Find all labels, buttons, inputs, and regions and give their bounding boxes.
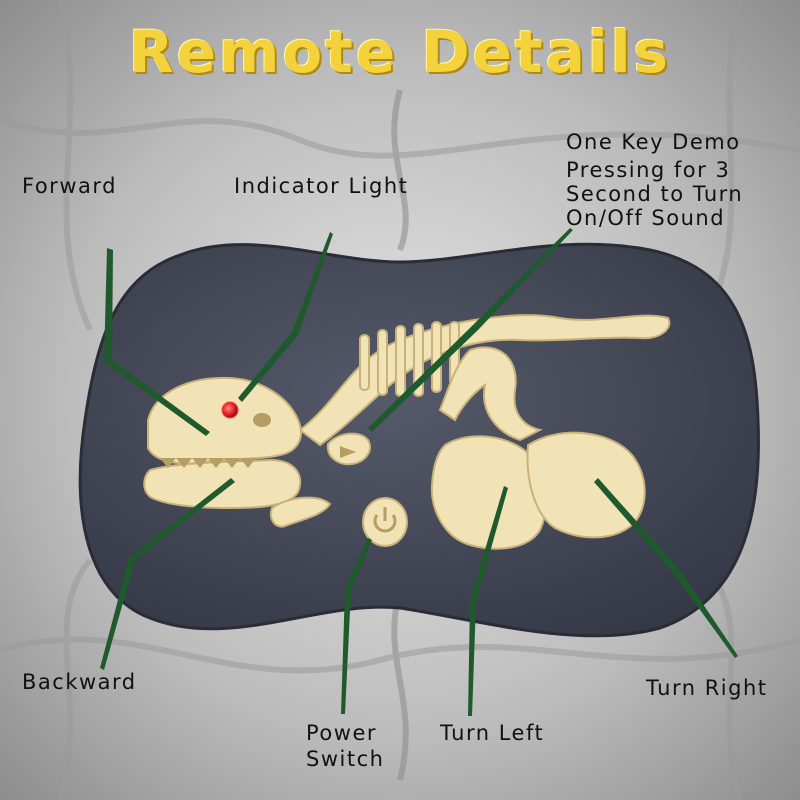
label-turn-left: Turn Left: [440, 721, 545, 745]
label-demo-line-3: Second to Turn: [566, 182, 744, 206]
label-demo-line-2: Pressing for 3: [566, 158, 731, 182]
pointer-backward: [100, 478, 235, 670]
label-demo-line-1: One Key Demo: [566, 130, 741, 154]
pointer-demo: [368, 228, 573, 432]
skeleton-ribs: [359, 321, 460, 397]
arrow-icon: [340, 446, 356, 458]
label-turn-right: Turn Right: [646, 676, 768, 700]
indicator-light: [221, 401, 239, 419]
pointer-turn-left: [468, 486, 508, 716]
skull-details: [160, 413, 271, 468]
page-title: Remote Details: [128, 18, 672, 86]
label-demo-line-4: On/Off Sound: [566, 206, 726, 230]
dino-skeleton: [143, 314, 671, 550]
pointer-power: [341, 538, 372, 714]
turn-left-button[interactable]: [430, 435, 547, 550]
pointer-forward: [104, 248, 210, 436]
label-power-line-1: Power: [306, 721, 377, 745]
demo-button[interactable]: [326, 432, 371, 466]
power-icon: [373, 507, 397, 533]
label-indicator-light: Indicator Light: [234, 174, 409, 198]
label-power-line-2: Switch: [306, 747, 385, 771]
label-forward: Forward: [22, 174, 117, 198]
pointer-lines: [100, 228, 738, 716]
pointer-turn-right: [594, 478, 738, 658]
skeleton-claw: [270, 496, 332, 528]
skeleton-leg: [438, 346, 543, 442]
power-switch-button[interactable]: [362, 497, 408, 547]
label-backward: Backward: [22, 670, 137, 694]
